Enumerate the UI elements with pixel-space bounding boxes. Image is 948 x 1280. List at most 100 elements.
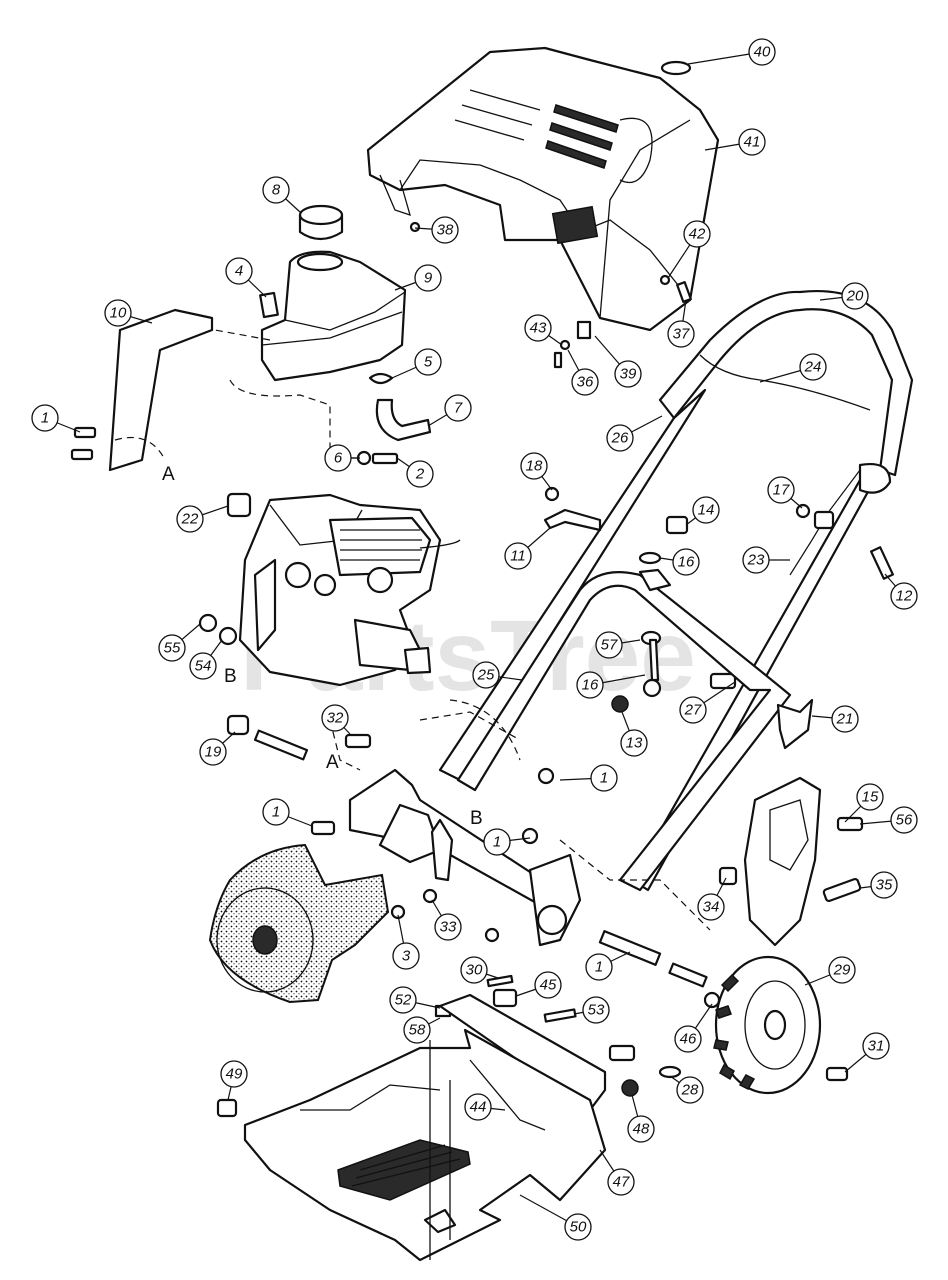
rotor-housing [208,843,390,1004]
callout-number: 35 [876,877,893,894]
callout-number: 40 [754,44,771,61]
callout-circle [324,444,352,472]
callout-circle [199,738,227,766]
engine-shroud [366,46,720,332]
callout-circle [683,220,711,248]
callout-1: 1 [585,953,613,981]
callout-number: 49 [226,1066,243,1083]
dashed-routing-A [114,329,360,461]
callout-24: 24 [799,353,827,381]
callout-31: 31 [862,1032,890,1060]
callout-number: 50 [570,1219,587,1236]
callout-number: 13 [626,735,643,752]
callout-circle [431,216,459,244]
callout-36: 36 [571,368,599,396]
ref-letter-B-left: B [224,666,237,687]
callout-number: 38 [437,222,454,239]
callout-circle [595,631,623,659]
callout-number: 1 [41,410,49,427]
callout-number: 53 [588,1002,605,1019]
callout-circle [697,893,725,921]
callout-33: 33 [434,913,462,941]
callout-number: 5 [424,354,433,371]
callout-25: 25 [472,661,500,689]
callout-number: 1 [493,834,501,851]
callout-circle [828,956,856,984]
part-23-clip [813,510,835,530]
callout-38: 38 [431,216,459,244]
part-11-cable-guide [543,508,602,532]
scraper-bar [438,993,607,1112]
callout-circle [767,476,795,504]
callout-circle [742,546,770,574]
callout-circle [627,1115,655,1143]
handle-assembly [438,290,914,892]
callout-circle [403,1016,431,1044]
callout-circle [856,783,884,811]
callout-number: 20 [846,288,864,305]
callout-circle [576,671,604,699]
callout-circle [504,542,532,570]
callout-55: 55 [158,634,186,662]
callout-number: 11 [510,548,526,565]
callout-18: 18 [520,452,548,480]
callout-circle [582,996,610,1024]
callout-number: 31 [868,1038,885,1055]
callout-30: 30 [460,956,488,984]
callout-32: 32 [321,704,349,732]
fuel-hose [375,398,432,442]
callout-20: 20 [841,282,869,310]
callout-16: 16 [576,671,604,699]
callout-29: 29 [828,956,856,984]
part-22-bracket [638,568,672,592]
callout-number: 28 [681,1082,699,1099]
callout-44: 44 [464,1093,492,1121]
callout-49: 49 [220,1060,248,1088]
callout-number: 9 [424,270,433,287]
callout-circle [31,404,59,432]
callout-circle [220,1060,248,1088]
callout-17: 17 [767,476,795,504]
callout-number: 16 [582,677,599,694]
callout-number: 30 [466,962,483,979]
tank-bracket [108,308,214,472]
callout-circle [841,282,869,310]
callout-circle [667,320,695,348]
callout-1: 1 [483,828,511,856]
callout-number: 25 [477,667,495,684]
ref-letter-B-mid: B [470,808,483,829]
callout-number: 21 [836,711,854,728]
part-25-eyebolt [642,638,662,698]
callout-58: 58 [403,1016,431,1044]
wheel [713,955,822,1095]
callout-11: 11 [504,542,532,570]
callout-40: 40 [748,38,776,66]
callout-number: 29 [833,962,851,979]
callout-3: 3 [392,942,420,970]
callout-circle [738,128,766,156]
fuel-cap [298,204,344,241]
callout-number: 24 [804,359,822,376]
callout-number: 6 [334,450,343,467]
callout-number: 46 [680,1031,697,1048]
callout-27: 27 [679,696,707,724]
callout-circle [472,661,500,689]
callout-circle [434,913,462,941]
callout-54: 54 [189,652,217,680]
part-4-label [259,291,279,319]
callout-number: 52 [395,992,412,1009]
callout-13: 13 [620,729,648,757]
callout-number: 44 [470,1099,487,1116]
callout-7: 7 [444,394,472,422]
part-19-knob [776,698,814,750]
callout-circle [321,704,349,732]
callout-circle [890,806,918,834]
fuel-tank [260,250,407,382]
callout-number: 23 [747,552,765,569]
callout-circle [590,764,618,792]
callout-34: 34 [697,893,725,921]
callout-28: 28 [676,1076,704,1104]
callout-circle [158,634,186,662]
callout-number: 56 [896,812,913,829]
